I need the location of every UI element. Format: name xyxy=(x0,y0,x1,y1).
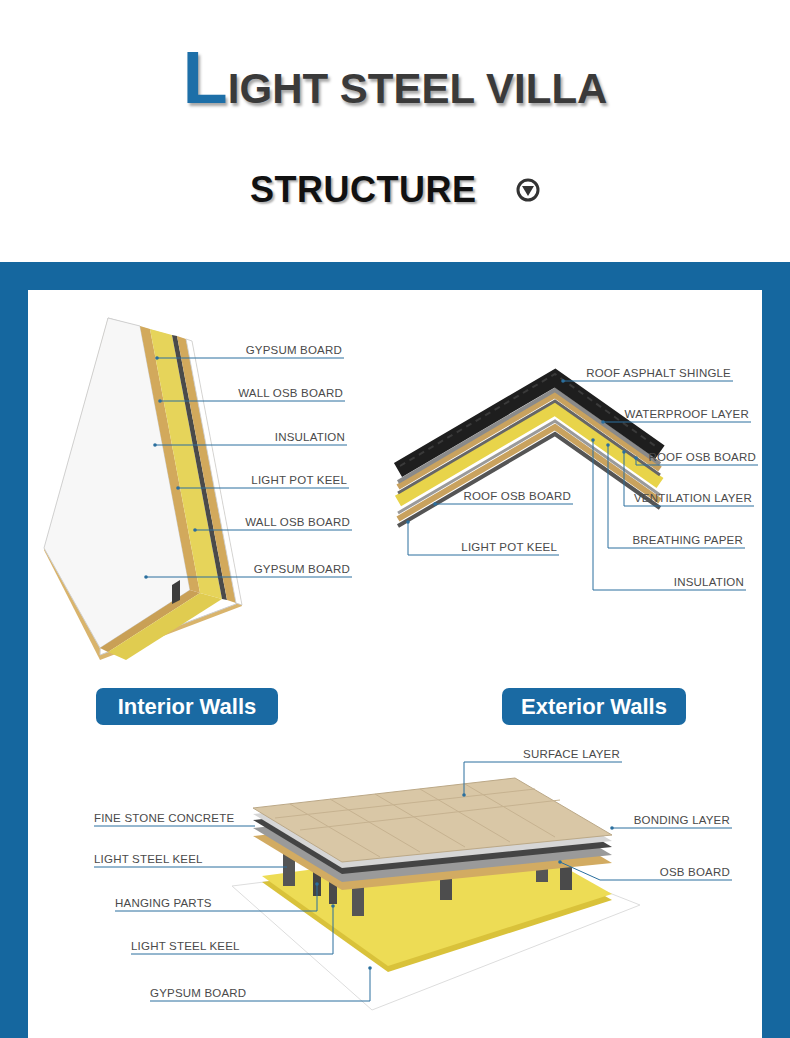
part-label: WALL OSB BOARD xyxy=(238,386,343,400)
leader-dot xyxy=(315,882,319,886)
leader-dot xyxy=(176,486,180,490)
part-label: BREATHING PAPER xyxy=(632,533,743,547)
part-label: LIGHT POT KEEL xyxy=(461,540,557,554)
leader-line xyxy=(464,762,622,795)
leader-line xyxy=(94,867,287,868)
wall-panel xyxy=(44,318,242,660)
part-label: LIGHT STEEL KEEL xyxy=(94,852,203,866)
leader-line xyxy=(178,488,349,489)
leader-dot xyxy=(406,520,410,524)
leader-line xyxy=(612,828,732,829)
leader-line xyxy=(435,504,573,505)
leader-line xyxy=(150,968,370,1001)
wall-panel xyxy=(186,339,242,605)
floor-section xyxy=(275,784,560,857)
leader-dot xyxy=(634,456,638,460)
background xyxy=(28,290,762,1038)
part-label: WALL OSB BOARD xyxy=(245,515,350,529)
part-label: GYPSUM BOARD xyxy=(246,343,342,357)
part-label: VENTILATION LAYER xyxy=(634,491,752,505)
wall-panel xyxy=(108,593,222,660)
leader-line xyxy=(94,826,255,827)
heading-icon xyxy=(522,186,534,196)
part-label: FINE STONE CONCRETE xyxy=(94,811,234,825)
part-label: WATERPROOF LAYER xyxy=(625,407,749,421)
background xyxy=(0,262,790,1038)
roof-section xyxy=(398,390,660,482)
part-label: ROOF OSB BOARD xyxy=(463,489,571,503)
floor-section xyxy=(253,778,612,862)
roof-section xyxy=(398,374,660,526)
wall-panel xyxy=(177,336,236,603)
page-title: LIGHT STEEL VILLA xyxy=(0,38,790,129)
part-label: INSULATION xyxy=(674,575,744,589)
leader-line xyxy=(160,401,345,402)
leader-dot xyxy=(155,356,159,360)
wall-panel xyxy=(44,318,242,660)
part-label: GYPSUM BOARD xyxy=(150,986,246,1000)
part-label: GYPSUM BOARD xyxy=(254,562,350,576)
leader-dot xyxy=(153,443,157,447)
leader-dot xyxy=(606,443,610,447)
leader-dot xyxy=(368,966,372,970)
leader-line xyxy=(560,862,732,880)
leader-dot xyxy=(558,860,562,864)
floor-section xyxy=(232,778,640,1010)
part-label: ROOF ASPHALT SHINGLE xyxy=(586,366,731,380)
roof-section xyxy=(400,374,658,466)
part-label: LIGHT STEEL KEEL xyxy=(131,939,240,953)
leader-dot xyxy=(158,399,162,403)
leader-dot xyxy=(144,575,148,579)
leader-dot xyxy=(331,904,335,908)
button-box: Exterior Walls xyxy=(502,688,686,725)
background xyxy=(0,262,790,1038)
leader-dot xyxy=(622,450,626,454)
heading-icon xyxy=(518,180,538,200)
leader-line xyxy=(155,445,347,446)
leader-line xyxy=(115,884,317,911)
leader-dot xyxy=(193,528,197,532)
leader-line xyxy=(563,381,733,382)
button-text: Interior Walls xyxy=(118,694,257,720)
part-label: HANGING PARTS xyxy=(115,896,212,910)
wall-panel xyxy=(172,580,180,604)
part-label: OSB BOARD xyxy=(660,865,730,879)
leader-dot xyxy=(591,438,595,442)
button-box: Interior Walls xyxy=(96,688,278,725)
leader-line xyxy=(94,358,758,1001)
leader-dot xyxy=(610,826,614,830)
leader-line xyxy=(195,530,352,531)
part-label: INSULATION xyxy=(275,430,345,444)
leader-line xyxy=(146,577,352,578)
leader-dot xyxy=(433,502,437,506)
leader-line xyxy=(131,906,333,954)
section-heading: STRUCTURE xyxy=(250,169,477,211)
leader-dot xyxy=(462,793,466,797)
wall-panel xyxy=(172,335,227,600)
leader-dot xyxy=(601,420,605,424)
part-label: SURFACE LAYER xyxy=(523,747,620,761)
leader-line xyxy=(603,422,751,423)
part-label: LIGHT POT KEEL xyxy=(251,473,347,487)
button-text: Exterior Walls xyxy=(521,694,667,720)
leader-dot xyxy=(561,379,565,383)
part-label: ROOF OSB BOARD xyxy=(648,450,756,464)
heading-icon xyxy=(518,180,538,200)
part-label: BONDING LAYER xyxy=(634,813,730,827)
roof-section xyxy=(398,378,660,470)
leader-line xyxy=(157,358,344,359)
leader-line xyxy=(408,522,559,555)
leader-dot xyxy=(144,356,638,970)
